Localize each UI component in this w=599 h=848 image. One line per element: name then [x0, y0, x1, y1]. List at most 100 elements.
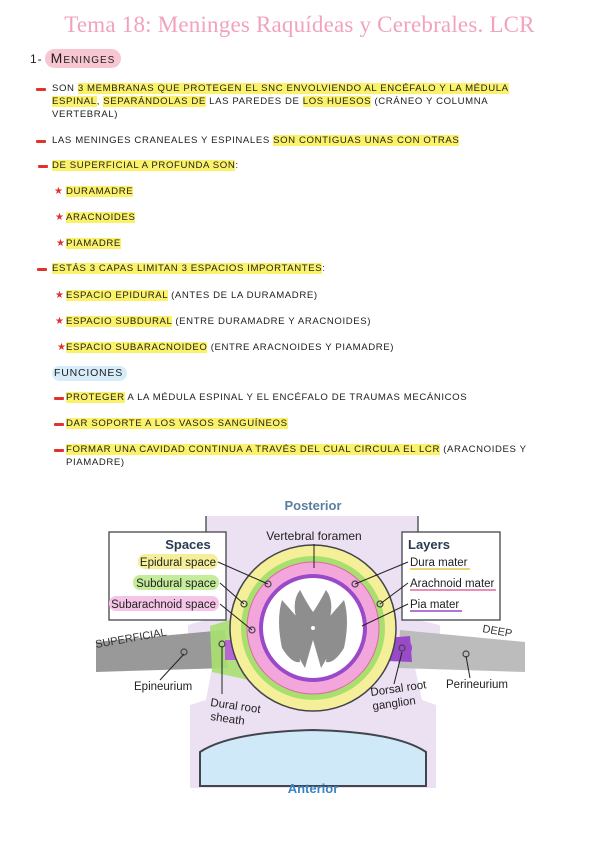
- bullet-dash: [54, 449, 64, 452]
- epidural-swatch: [138, 554, 218, 569]
- space-item: Espacio subaracnoideo (Entre aracnoides …: [66, 341, 394, 354]
- subdural-label: Subdural space: [136, 578, 216, 590]
- text: vertebral): [52, 109, 119, 120]
- highlight: los huesos: [302, 96, 372, 107]
- bullet-dash: [37, 268, 47, 271]
- nerve-right: [398, 630, 525, 672]
- central-canal: [311, 626, 315, 630]
- posterior-label: Posterior: [284, 498, 341, 513]
- vessel-dot: [351, 580, 359, 588]
- section-label: Meninges: [44, 49, 122, 68]
- highlight: Piamadre: [66, 238, 121, 249]
- text: (Entre aracnoides y piamadre): [207, 342, 395, 353]
- bullet-dash: [54, 423, 64, 426]
- layers-box: [401, 531, 501, 621]
- highlight: son contiguas unas con otras: [273, 135, 460, 146]
- bullet-dash: [36, 88, 46, 91]
- nerve-left: [96, 630, 228, 672]
- funciones-heading: Funciones: [52, 366, 128, 381]
- subdural-swatch: [133, 575, 219, 590]
- star-icon: ★: [55, 212, 64, 223]
- section-heading: 1-Meninges: [30, 49, 122, 68]
- dural-root-label-2: sheath: [210, 711, 246, 728]
- vertebral-foramen-label: Vertebral foramen: [266, 529, 361, 543]
- text: (Entre duramadre y aracnoides): [172, 316, 372, 327]
- star-icon: ★: [55, 290, 64, 301]
- dura-label: Dura mater: [410, 557, 468, 569]
- leader-line: [217, 561, 269, 585]
- star-icon: ★: [56, 238, 65, 249]
- paragraph-order: De superficial a profunda son:: [52, 159, 239, 172]
- layer-item: Aracnoides: [66, 211, 136, 224]
- highlight: espinal: [52, 96, 97, 107]
- bullet-dash: [36, 140, 46, 143]
- funciones-label: Funciones: [54, 367, 124, 379]
- highlight: Espacio epidural: [66, 290, 168, 301]
- highlight: Espacio subaracnoideo: [66, 342, 208, 353]
- text: Las meninges craneales y espinales: [52, 135, 274, 146]
- perineurium-label: Perineurium: [446, 679, 508, 691]
- text: a la médula espinal y el encéfalo de tra…: [124, 392, 468, 403]
- grey-left-horn: [279, 600, 300, 663]
- section-number: 1-: [30, 52, 43, 66]
- epineurium-label: Epineurium: [134, 681, 192, 693]
- layer-item: Duramadre: [66, 185, 134, 198]
- highlight: Espacio subdural: [66, 316, 173, 327]
- bullet-dash: [38, 165, 48, 168]
- text: ,: [96, 96, 104, 107]
- vertebral-body: [199, 728, 427, 787]
- leader-line: [393, 651, 403, 685]
- dorsal-root-label-2: ganglion: [372, 695, 417, 713]
- paragraph-contiguous: Las meninges craneales y espinales son c…: [52, 134, 460, 147]
- text: piamadre): [66, 457, 125, 468]
- text: (aracnoides y: [440, 444, 527, 455]
- vessel-dot: [376, 600, 384, 608]
- layer-item: Piamadre: [66, 237, 121, 250]
- paragraph-spaces: Estás 3 capas limitan 3 espacios importa…: [52, 262, 325, 275]
- star-icon: ★: [55, 316, 64, 327]
- meninges-diagram: Posterior Anterior Vertebral foramen Spa…: [94, 498, 525, 796]
- page-title: Tema 18: Meninges Raquídeas y Cerebrales…: [64, 12, 535, 37]
- paragraph-meninges-definition: Son 3 membranas que protegen el SNC envo…: [52, 82, 572, 121]
- leader-line: [465, 655, 471, 679]
- funcion-item: Dar soporte a los vasos sanguíneos: [66, 417, 288, 430]
- text: :: [235, 160, 239, 171]
- layers-title: Layers: [408, 537, 450, 552]
- leader-line: [219, 582, 245, 605]
- grey-right-horn: [326, 600, 347, 663]
- star-icon: ★: [57, 342, 66, 353]
- space-item: Espacio epidural (Antes de la duramadre): [66, 289, 318, 302]
- arachnoid-label: Arachnoid mater: [410, 578, 495, 590]
- vessel-dot: [180, 648, 188, 656]
- highlight: Dar soporte a los vasos sanguíneos: [66, 418, 288, 429]
- space-item: Espacio subdural (Entre duramadre y arac…: [66, 315, 371, 328]
- subarachnoid-label: Subarachnoid space: [111, 599, 216, 611]
- highlight: Aracnoides: [66, 212, 136, 223]
- deep-label: DEEP: [481, 623, 513, 640]
- funcion-item: Formar una cavidad continua a través del…: [66, 443, 576, 469]
- highlight: separándolas de: [103, 96, 206, 107]
- highlight: Estás 3 capas limitan 3 espacios importa…: [52, 263, 323, 274]
- spaces-title: Spaces: [165, 537, 211, 552]
- text: las paredes de: [205, 96, 303, 107]
- star-icon: ★: [54, 186, 63, 197]
- leader-line: [159, 653, 185, 681]
- highlight: Formar una cavidad continua a través del…: [66, 444, 440, 455]
- vessel-dot: [264, 580, 272, 588]
- vessel-dot: [240, 600, 248, 608]
- bullet-dash: [54, 397, 64, 400]
- text: :: [322, 263, 326, 274]
- text: (cráneo y columna: [371, 96, 489, 107]
- text: Son: [52, 83, 78, 94]
- highlight: 3 membranas que protegen el SNC envolvie…: [77, 83, 509, 94]
- leader-line: [219, 603, 253, 631]
- subarachnoid-swatch: [109, 596, 219, 611]
- vessel-dot: [248, 626, 256, 634]
- highlight: De superficial a profunda son: [52, 160, 236, 171]
- leader-line: [354, 561, 409, 585]
- epidural-label: Epidural space: [140, 557, 216, 569]
- vessel-dot: [398, 644, 406, 652]
- funcion-item: Proteger a la médula espinal y el encéfa…: [66, 391, 467, 404]
- leader-line: [379, 582, 409, 605]
- highlight: Duramadre: [66, 186, 134, 197]
